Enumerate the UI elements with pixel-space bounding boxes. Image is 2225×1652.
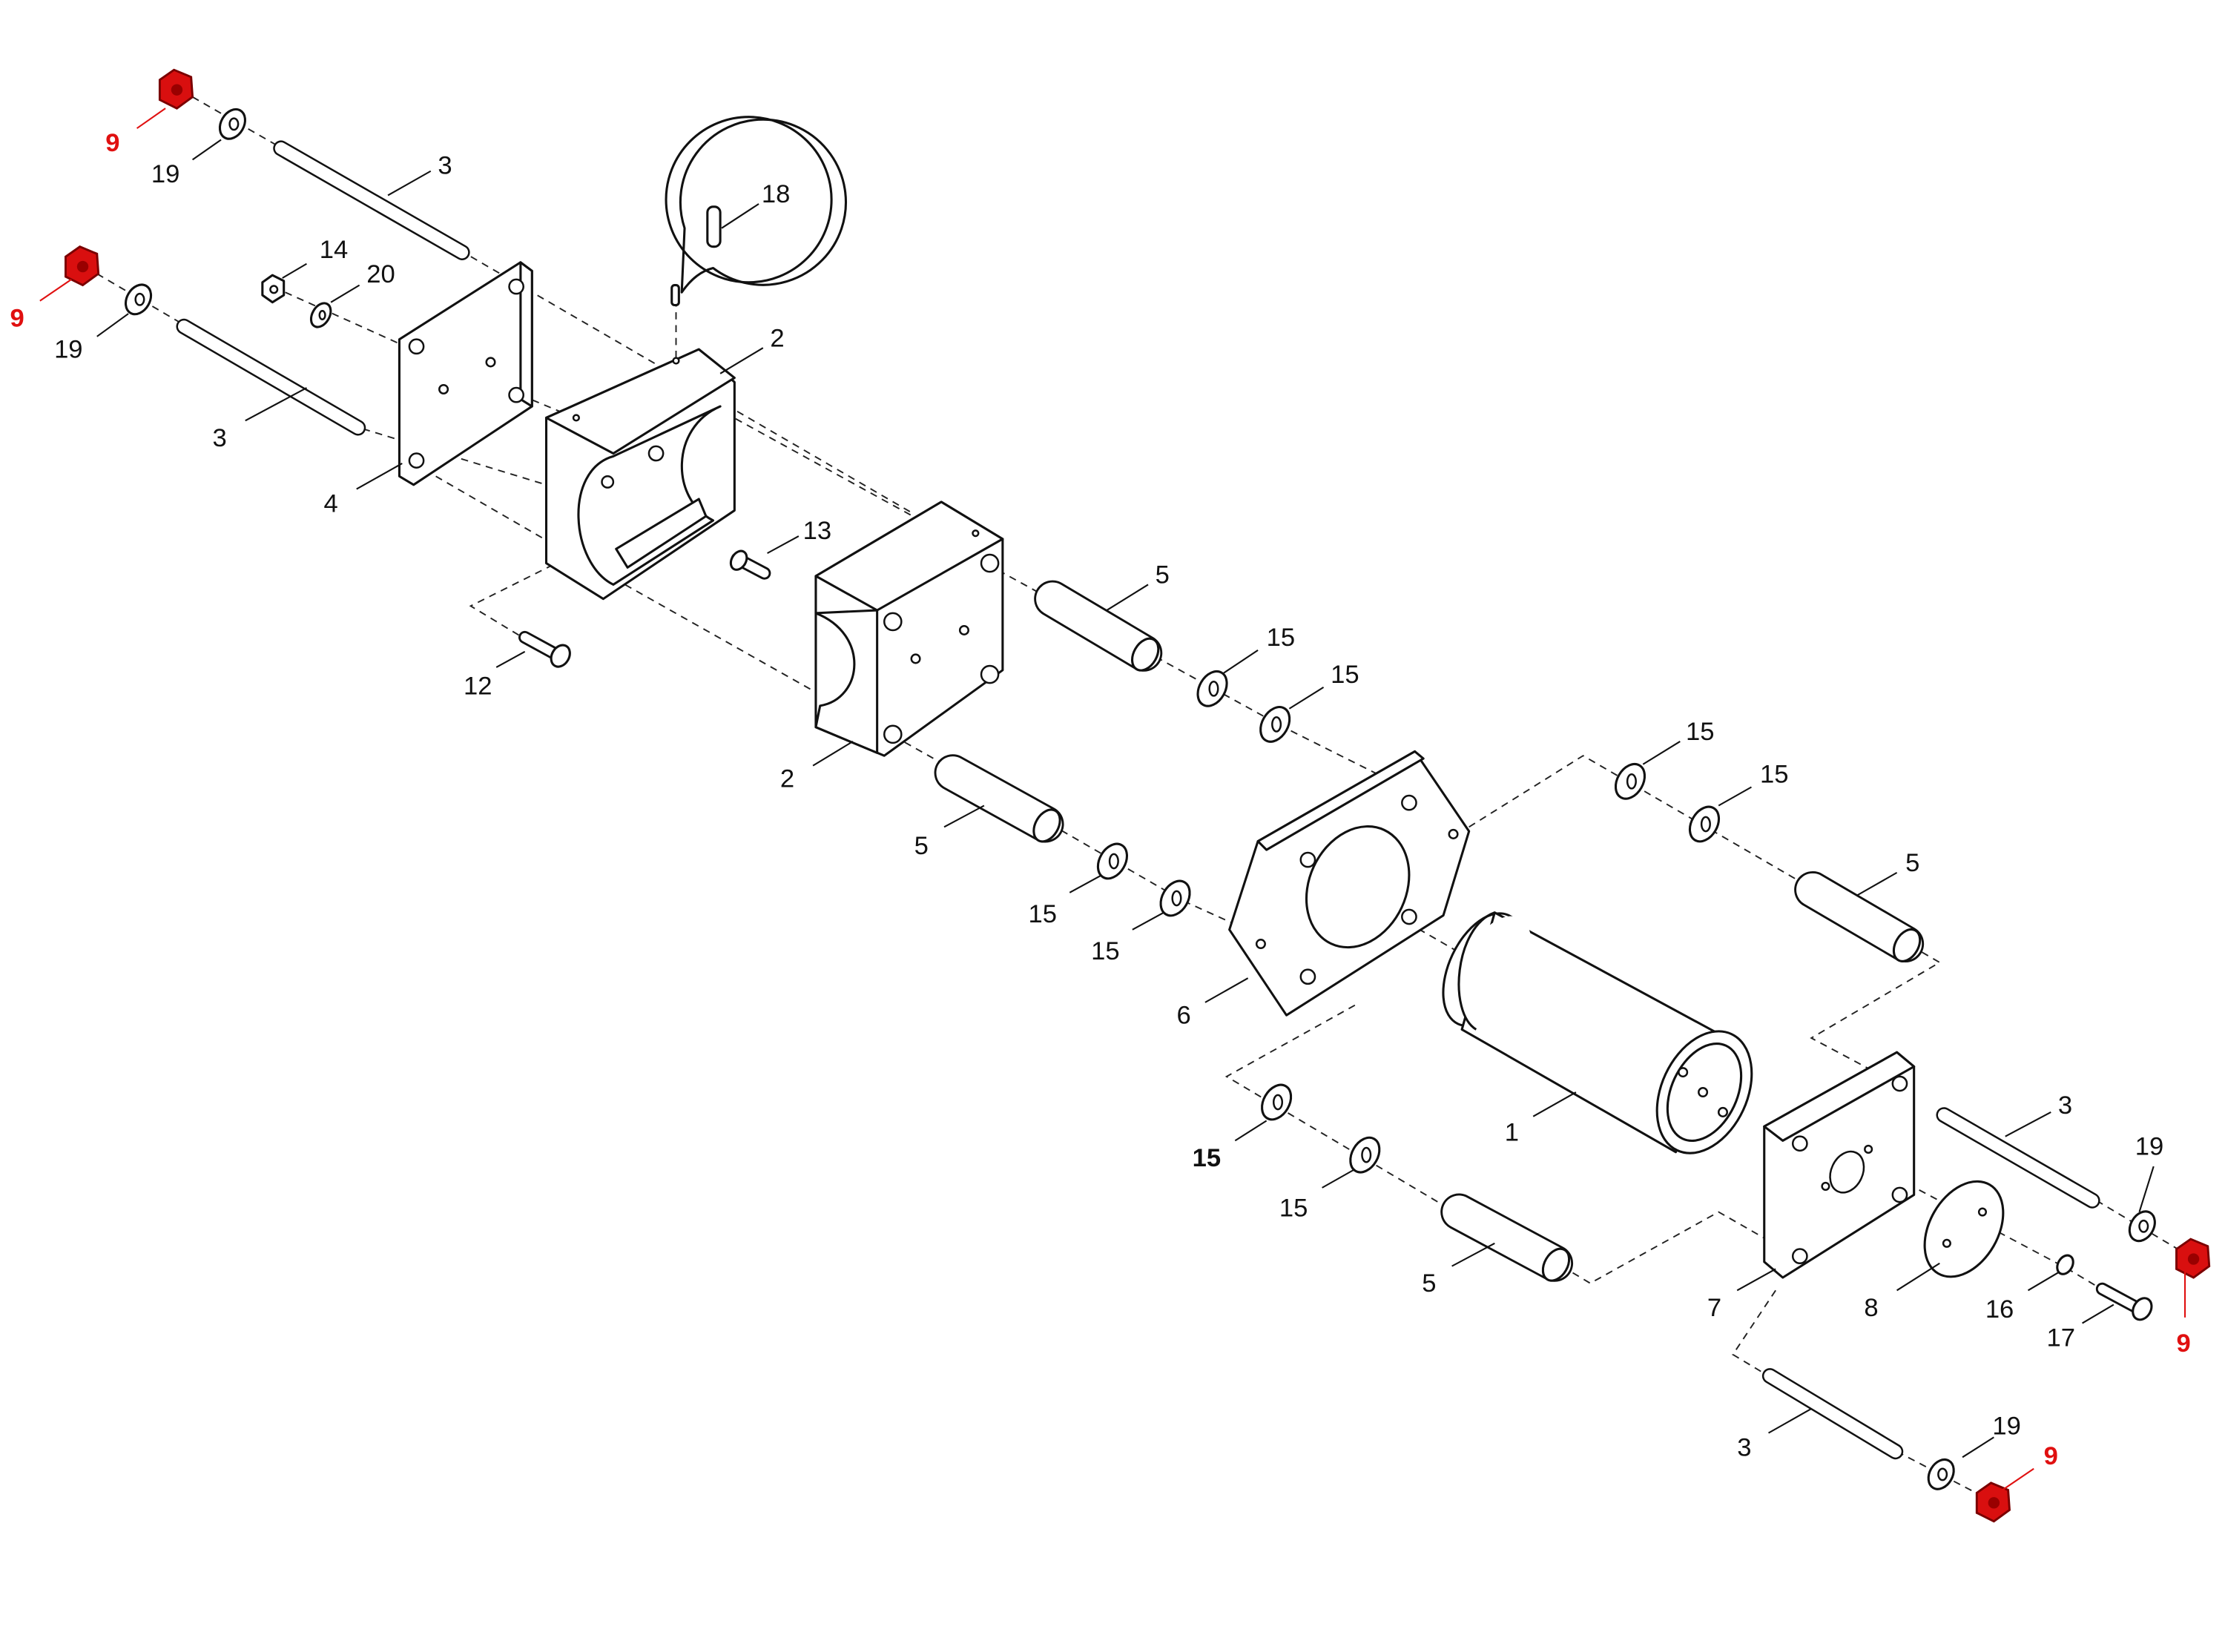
nut-14 xyxy=(261,274,286,304)
label-block-2: 2 xyxy=(770,324,784,352)
screw-17 xyxy=(2095,1282,2153,1321)
label-washer-15: 15 xyxy=(1193,1144,1222,1172)
label-spacer-5: 5 xyxy=(914,832,929,860)
label-washer-16: 16 xyxy=(1985,1295,2014,1324)
label-washer-15: 15 xyxy=(1091,937,1120,965)
label-nut-9: 9 xyxy=(10,304,24,332)
label-washer-19: 19 xyxy=(54,336,82,364)
block-2-lower xyxy=(814,500,1004,757)
label-nut-9: 9 xyxy=(2044,1442,2058,1470)
callout-pin-18 xyxy=(665,116,848,307)
label-nut-9: 9 xyxy=(2176,1329,2190,1358)
rod-3 xyxy=(176,140,2100,1460)
plate-7 xyxy=(1763,1051,1916,1279)
label-screw-17: 17 xyxy=(2047,1324,2076,1352)
label-washer-19: 19 xyxy=(2135,1133,2163,1161)
flange-6 xyxy=(1228,750,1471,1017)
nut-9-bottom xyxy=(1975,1481,2011,1523)
label-cylinder-1: 1 xyxy=(1505,1118,1519,1146)
label-screw-12: 12 xyxy=(464,673,492,701)
label-nut-9: 9 xyxy=(105,129,119,157)
washer-20 xyxy=(309,302,332,328)
screw-12 xyxy=(518,630,571,668)
label-washer-19: 19 xyxy=(1992,1413,2021,1441)
label-washer-15: 15 xyxy=(1028,900,1057,928)
label-washer-15: 15 xyxy=(1279,1194,1308,1222)
label-plate-4: 4 xyxy=(324,489,338,518)
label-rod-3: 3 xyxy=(1737,1433,1751,1461)
nut-9-left xyxy=(65,245,100,287)
plate-4 xyxy=(398,261,533,486)
label-washer-15: 15 xyxy=(1267,624,1296,652)
label-washer-20: 20 xyxy=(366,260,395,288)
label-washer-19: 19 xyxy=(151,160,180,188)
leader-lines xyxy=(39,108,2186,1491)
label-block-2: 2 xyxy=(780,764,794,793)
washer-16 xyxy=(2056,1254,2074,1275)
label-washer-15: 15 xyxy=(1686,718,1715,746)
label-spacer-5: 5 xyxy=(1422,1269,1436,1298)
spacer-5 xyxy=(934,580,1925,1282)
label-rod-3: 3 xyxy=(213,424,227,452)
label-disk-8: 8 xyxy=(1864,1294,1878,1322)
nut-9-top-left xyxy=(158,68,194,110)
screw-13 xyxy=(729,549,771,580)
nut-9-right xyxy=(2175,1238,2211,1279)
label-spacer-5: 5 xyxy=(1905,849,1919,877)
label-spacer-5: 5 xyxy=(1156,561,1170,589)
label-pin-18: 18 xyxy=(762,180,791,208)
label-rod-3: 3 xyxy=(2058,1091,2072,1120)
label-screw-13: 13 xyxy=(803,517,832,545)
part-labels: 9 19 3 9 19 14 20 3 4 18 2 13 12 5 15 15… xyxy=(10,129,2190,1470)
label-washer-15: 15 xyxy=(1331,661,1359,689)
washer-15 xyxy=(1096,670,1721,1174)
label-plate-7: 7 xyxy=(1707,1294,1721,1322)
label-rod-3: 3 xyxy=(438,152,452,180)
disk-8 xyxy=(1923,1180,2005,1278)
block-2-upper xyxy=(544,348,736,601)
washer-19 xyxy=(124,108,2156,1490)
label-washer-15: 15 xyxy=(1760,761,1788,789)
label-nut-14: 14 xyxy=(320,236,349,264)
label-flange-6: 6 xyxy=(1176,1002,1190,1030)
assembly-lines xyxy=(96,96,2193,1502)
cylinder-1 xyxy=(1442,911,1753,1154)
